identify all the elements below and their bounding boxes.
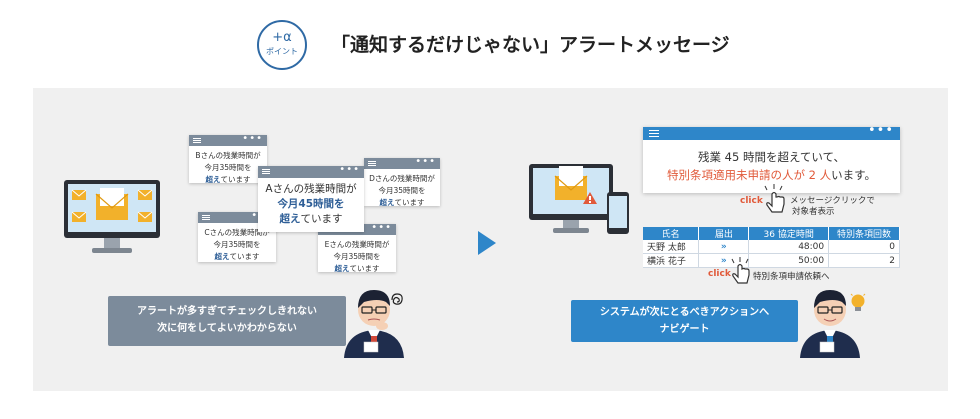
header: +α ポイント 「通知するだけじゃない」アラートメッセージ bbox=[0, 0, 980, 80]
table-header-row: 氏名 届出 36 協定時間 特別条項回数 bbox=[643, 227, 900, 240]
badge-line2: ポイント bbox=[266, 47, 298, 56]
confident-person-icon bbox=[800, 290, 860, 358]
request-note: 特別条項申請依頼へ bbox=[753, 272, 830, 282]
desktop-monitor-icon bbox=[64, 180, 160, 253]
alert-card-b[interactable]: ••• Bさんの残業時間が 今月35時間を 超えています bbox=[189, 133, 267, 184]
more-dots-icon: ••• bbox=[867, 123, 894, 138]
message-line1: 残業 45 時間を超えていて、 bbox=[698, 150, 845, 164]
filing-link[interactable]: » bbox=[698, 253, 750, 268]
overtime-table: 氏名 届出 36 協定時間 特別条項回数 天野 太郎 » 48:00 0 横浜 … bbox=[643, 227, 900, 268]
more-dots-icon: ••• bbox=[371, 222, 392, 233]
alert-card-a[interactable]: ••• Aさんの残業時間が 今月45時間を 超えています bbox=[258, 164, 364, 232]
lightbulb-icon bbox=[850, 293, 866, 311]
menu-icon bbox=[193, 138, 201, 143]
menu-icon bbox=[262, 169, 270, 174]
click-label-2: click bbox=[708, 269, 731, 279]
alert-message-window[interactable]: ••• 残業 45 時間を超えていて、 特別条項適用未申請の人が 2 人います。 bbox=[643, 123, 900, 193]
menu-icon bbox=[649, 130, 659, 137]
message-highlight: 特別条項適用未申請の人が 2 人 bbox=[667, 168, 832, 182]
more-dots-icon: ••• bbox=[339, 164, 360, 175]
col-36-agreement-hours: 36 協定時間 bbox=[748, 227, 830, 240]
more-dots-icon: ••• bbox=[242, 133, 263, 144]
confusion-scribble-icon bbox=[391, 293, 403, 305]
col-filing: 届出 bbox=[698, 227, 750, 240]
page-title: 「通知するだけじゃない」アラートメッセージ bbox=[331, 34, 730, 56]
message-click-note: メッセージクリックで 対象者表示 bbox=[790, 196, 875, 217]
more-dots-icon: ••• bbox=[415, 156, 436, 167]
col-name: 氏名 bbox=[643, 227, 700, 240]
plus-alpha-point-badge: +α ポイント bbox=[257, 20, 307, 70]
solution-speech-bubble: システムが次にとるべきアクションへ ナビゲート bbox=[571, 300, 798, 342]
alert-card-d[interactable]: ••• Dさんの残業時間が 今月35時間を 超えています bbox=[364, 156, 440, 207]
click-label-1: click bbox=[740, 196, 763, 206]
next-arrow-icon bbox=[478, 231, 496, 255]
menu-icon bbox=[368, 161, 376, 166]
filing-link[interactable]: » bbox=[698, 240, 750, 254]
problem-speech-bubble: アラートが多すぎてチェックしきれない 次に何をしてよいかわからない bbox=[108, 296, 346, 346]
table-row[interactable]: 天野 太郎 » 48:00 0 bbox=[643, 240, 900, 254]
hand-pointer-icon bbox=[731, 257, 750, 284]
col-special-clause-count: 特別条項回数 bbox=[828, 227, 900, 240]
hand-pointer-icon bbox=[764, 184, 785, 213]
desktop-and-phone-icon bbox=[529, 164, 629, 234]
menu-icon bbox=[202, 215, 210, 220]
table-row[interactable]: 横浜 花子 » 50:00 2 bbox=[643, 253, 900, 268]
confused-person-icon bbox=[344, 290, 404, 358]
badge-line1: +α bbox=[272, 30, 292, 45]
